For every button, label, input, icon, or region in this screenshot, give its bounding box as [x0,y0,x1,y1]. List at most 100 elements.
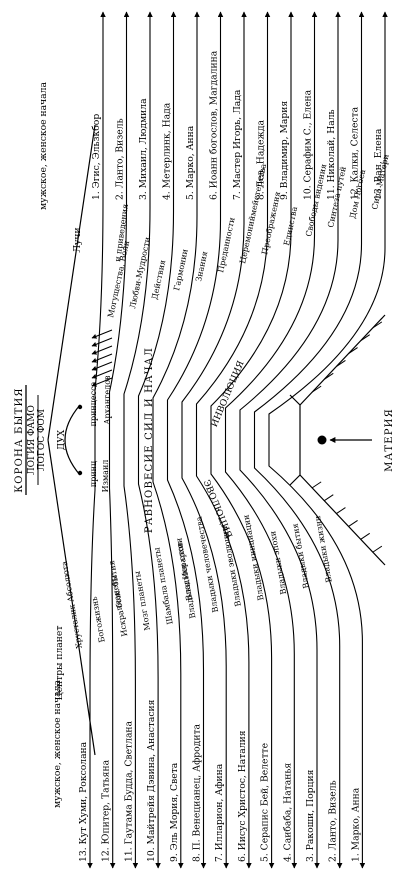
right-pair-name: 3. Михаил, Людмила [138,98,149,200]
right-branch-curve [224,235,316,440]
right-pair-name: 1. Эгис, Эльзкбор [91,114,102,200]
boundary-tick [324,372,334,380]
boundary-tick [336,360,346,367]
left-pair-name: 3. Ракоши, Порция [305,769,316,862]
right-branch-curve [152,215,198,440]
left-branch-curve [268,440,363,643]
boundary-tick [372,545,383,553]
archangel-arrow [91,329,113,339]
rays-label: Лучи [72,227,83,252]
right-branch-curve [210,231,292,440]
left-ray-label: Владыки человечества [194,516,220,614]
right-ray-label: Знания [194,250,209,282]
lens-edge [47,124,96,756]
right-pair-name: 9. Владимир, Мария [279,101,290,200]
involution-label: ИНВОЛЮЦИЯ [210,360,247,429]
right-branch-curve [137,211,175,440]
left-pair-name: 1. Марко, Анна [350,787,361,862]
right-branch-curve [181,223,245,440]
left-pair-name: 7. Илларион, Афина [214,763,225,862]
matter-bracket [289,394,301,486]
right-pair-name: 10. Серафим С., Елена [303,89,314,200]
left-branch-curve [108,440,114,687]
matter-label: МАТЕРИЯ [384,408,395,472]
left-branch-curve [123,440,136,683]
izmail-label: Измаил [101,460,110,493]
archangel-arrow [91,337,113,347]
right-pair-name: 12. Калки, Селеста [350,106,361,200]
boundary-tick [336,507,346,514]
left-branch-curve [89,440,96,691]
left-pair-name: 8. П. Венецианец, Афродита [192,723,203,862]
spirit-arc [64,404,81,476]
left-branch-curve [239,440,318,651]
boundary-tick [311,481,322,489]
boundary-tick [360,334,370,342]
right-branch-curve [123,207,151,440]
right-header: мужское, женское начала [38,82,49,210]
right-pair-name: 6. Иоанн богослов, Магдалина [209,50,220,200]
boundary-tick [372,321,383,329]
right-pair-name: 13. Ван, Елена [373,128,384,200]
balance-label: РАВНОВЕСИЕ СИЛ И НАЧАЛ [144,347,155,533]
spirit-label: ДУХ [57,429,67,450]
princess-dot [77,470,83,476]
left-ray-label: Шамбала планеты [152,546,175,625]
prince-label: принц [89,461,98,487]
archangel-arrow [91,369,113,379]
left-branch-curve [137,440,159,679]
left-pair-name: 12. Юпитер, Татьяна [101,759,112,862]
right-ray-label: Гармонии [172,248,190,291]
right-ray-label: Действия [150,259,167,300]
right-ray-label: Единства [282,206,299,247]
boundary-tick [311,385,322,393]
left-pair-name: 10. Майтрейя Дэвина, Анастасия [146,699,157,862]
left-pair-name: 2. Ланто, Визель [328,780,339,862]
crown-title: КОРОНА БЫТИЯ [14,387,25,492]
left-pair-name: 5. Серапис Бей, Велетте [260,743,271,862]
right-branch-curve [253,243,363,440]
left-branch-curve [224,440,295,655]
left-branch-curve [181,440,227,667]
left-header: мужское, женское начала [52,680,63,808]
centers-label: Центры планет [54,626,65,701]
boundary-tick [324,494,334,502]
archangel-arrow [91,361,113,371]
matter-dot [317,435,327,445]
right-pair-name: 4. Метерлинк, Нада [162,102,173,200]
left-branch-curve [210,440,273,659]
right-branch-curve [108,203,128,440]
right-branch-curve [94,199,104,440]
right-pair-name: 8. Лев, Надежда [256,120,267,200]
boundary-tick [348,520,358,527]
right-pair-name: 2. Ланто, Визель [115,118,126,200]
archangel-arrow [91,353,113,363]
boundary-tick [360,532,370,540]
left-branch-curve [253,440,341,647]
matter-boundary [299,474,386,566]
prince-dot [77,404,83,410]
left-pair-name: 4. Саибаба, Натанья [282,763,293,862]
archangels-label: Архангелов [103,375,112,425]
right-branch-curve [195,227,269,440]
right-pair-name: 7. Мастер Игорь, Лада [232,89,243,200]
right-pair-name: 11. Николай, Наль [326,109,337,200]
right-branch-curve [239,239,339,440]
left-ray-label: Владыки инициации [242,514,266,601]
archangel-arrows [91,329,113,387]
matter-boundary [299,314,386,406]
boundary-tick [348,347,358,354]
archangel-arrow [91,345,113,355]
left-ray-label: Владыки эпохи [268,530,288,595]
logia-famo: ЛОГИЯ ФАМО [27,405,37,475]
left-branch-curve [152,440,182,675]
left-branch-curve [166,440,205,671]
left-pair-name: 6. Иисус Христос, Наталия [237,730,248,862]
left-branch-curve [195,440,250,663]
right-branch-curve [166,219,222,440]
princess-label: принцесса [89,381,98,426]
left-ray-label: Богожизнь [90,595,107,643]
left-pair-name: 11. Гаутама Будда, Светлана [123,720,134,862]
archangel-arrow [91,377,113,387]
